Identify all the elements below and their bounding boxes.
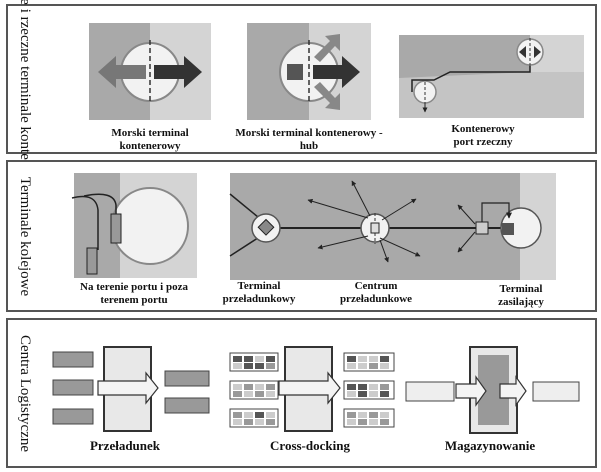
caption-transshipment-centre: Centrum przeładunkowe bbox=[339, 280, 413, 305]
river-port-diagram bbox=[399, 35, 584, 118]
caption-transshipment: Przeładunek bbox=[89, 438, 161, 453]
transshipment-diagram bbox=[52, 346, 210, 432]
caption-rail-port: Na terenie portu i poza terenem portu bbox=[80, 281, 188, 306]
caption-transshipment-terminal: Terminal przeładunkowy bbox=[222, 280, 296, 305]
warehousing-diagram bbox=[405, 346, 580, 434]
rail-port-diagram bbox=[71, 173, 197, 278]
cross-docking-diagram bbox=[229, 346, 395, 432]
caption-hub-terminal: Morski terminal kontenerowy - hub bbox=[235, 127, 383, 152]
caption-river-port: Kontenerowy port rzeczny bbox=[451, 123, 515, 148]
caption-warehousing: Magazynowanie bbox=[444, 438, 536, 453]
hub-terminal-diagram bbox=[247, 23, 371, 120]
caption-cross-docking: Cross-docking bbox=[270, 438, 350, 453]
sea-terminal-diagram bbox=[89, 23, 211, 120]
rail-network-diagram bbox=[229, 173, 556, 280]
caption-sea-terminal: Morski terminal kontenerowy bbox=[111, 127, 189, 152]
caption-feeder-terminal: Terminal zasilający bbox=[498, 283, 544, 308]
